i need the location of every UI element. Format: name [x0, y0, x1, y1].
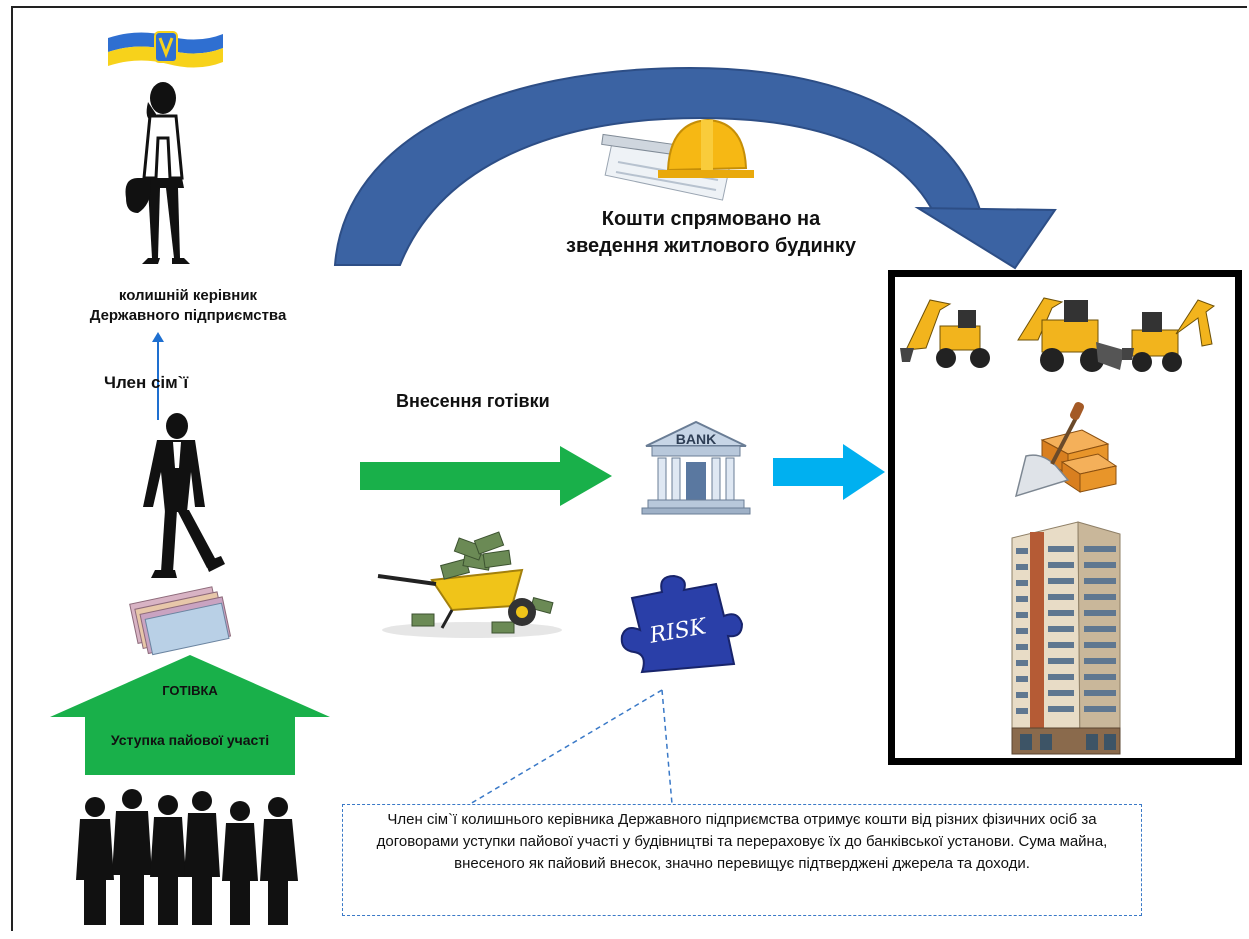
curved-arrow-head — [914, 206, 1057, 270]
woman-silhouette-icon — [125, 82, 190, 264]
ukraine-flag-icon — [108, 31, 223, 68]
bricks-trowel-icon — [1014, 402, 1118, 498]
wheelbarrow-money-icon — [377, 531, 562, 638]
curved-arrow-body — [333, 66, 982, 266]
excavator-left — [900, 299, 990, 368]
man-silhouette-icon — [143, 413, 225, 578]
former-head-label: колишній керівник Державного підприємств… — [48, 286, 328, 327]
money-bills-icon — [129, 586, 232, 656]
bank-building-icon: BANK — [641, 420, 751, 515]
funds-directed-line2: зведення житлового будинку — [566, 235, 856, 257]
cash-up-arrow — [50, 655, 330, 775]
funds-directed-line1: Кошти спрямовано на — [601, 208, 821, 230]
excavators-icon — [900, 297, 1216, 372]
share-assignment-label: Уступка пайової участі — [110, 732, 270, 748]
former-head-line1: колишній керівник — [118, 287, 258, 304]
cash-label: ГОТІВКА — [162, 683, 218, 698]
excavator-mid — [1017, 297, 1124, 372]
helmet-blueprints-icon — [601, 118, 754, 201]
excavator-right — [1122, 299, 1216, 372]
explanation-text: Член сім`ї колишнього керівника Державно… — [376, 811, 1108, 872]
funds-directed-label: Кошти спрямовано на зведення житлового б… — [536, 206, 886, 260]
apartment-tower-icon — [1011, 521, 1121, 755]
cyan-arrow — [773, 444, 885, 500]
family-link-arrow — [152, 332, 164, 420]
family-member-label: Член сім`ї — [104, 373, 189, 392]
green-arrow — [360, 446, 612, 506]
diagram-frame — [11, 6, 1247, 931]
former-head-line2: Державного підприємства — [89, 307, 287, 325]
bank-sign: BANK — [676, 431, 716, 447]
explanation-note: Член сім`ї колишнього керівника Державно… — [342, 804, 1142, 916]
risk-puzzle-icon: RISK — [620, 574, 744, 674]
crowd-silhouette-icon — [76, 789, 298, 925]
cash-deposit-label: Внесення готівки — [396, 391, 550, 411]
